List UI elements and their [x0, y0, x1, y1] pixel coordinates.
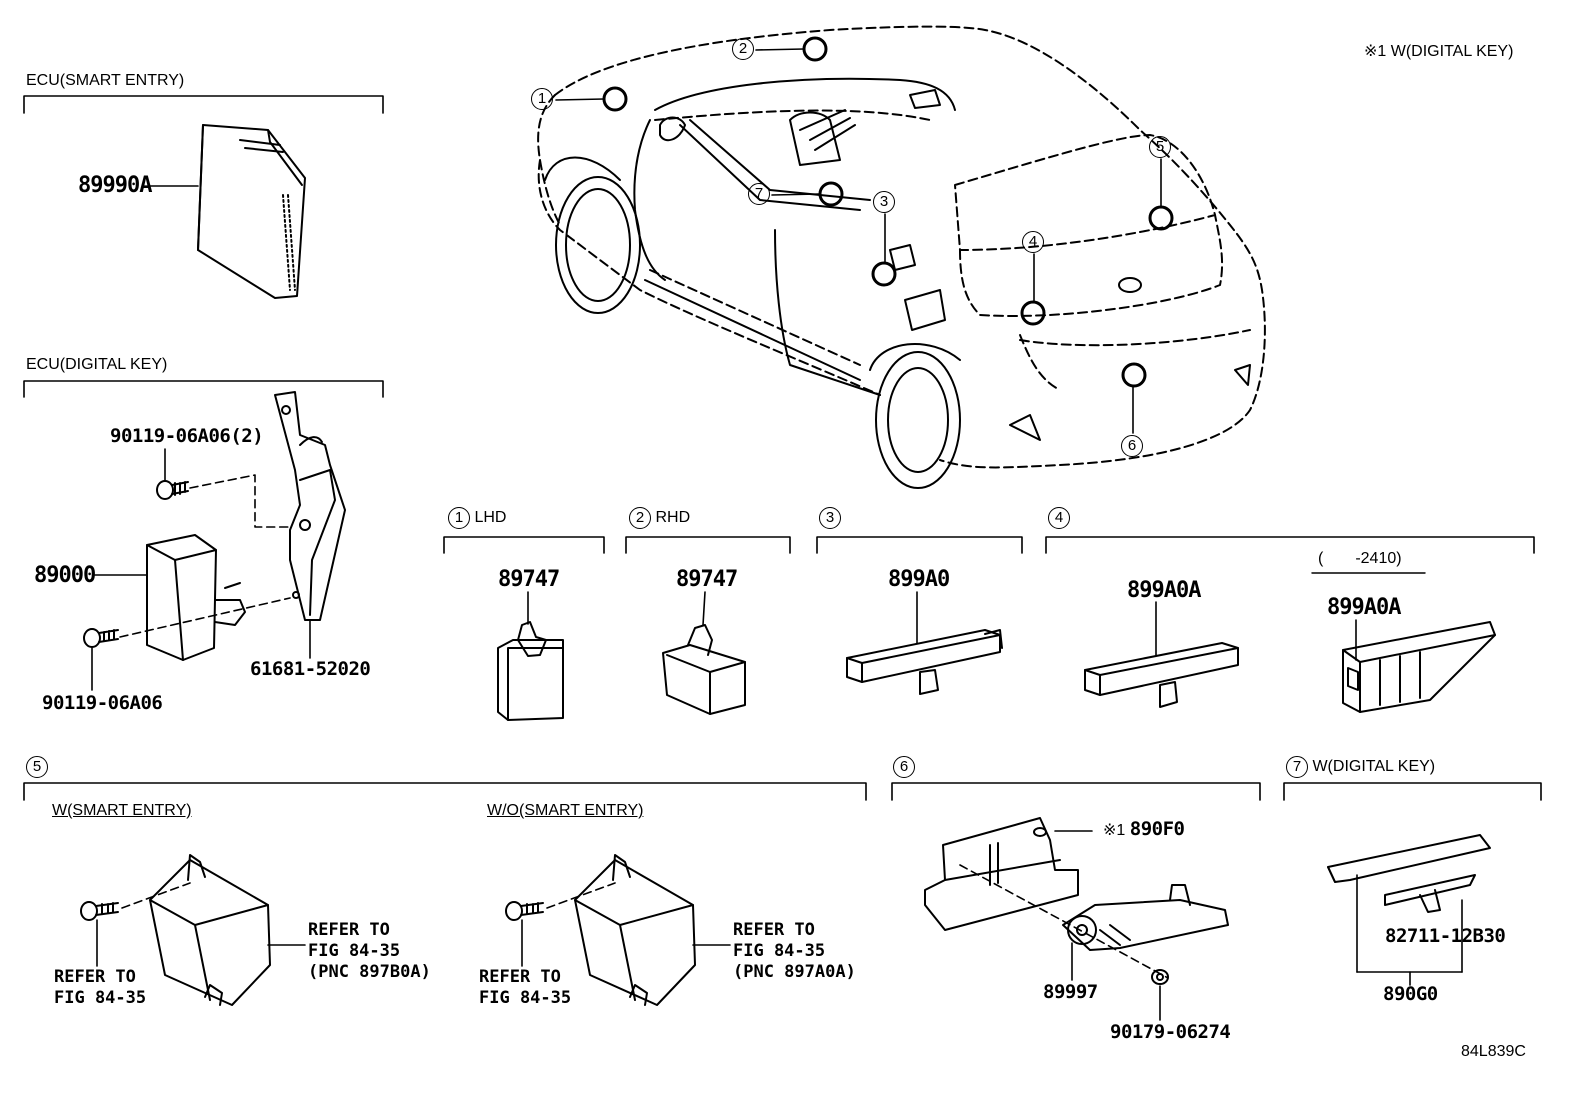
sec4-part-a-label[interactable]: 899A0A: [1127, 578, 1201, 603]
sec7-drawing: [1327, 834, 1491, 986]
bracket-digital-key: [23, 380, 384, 398]
sec2-part-label[interactable]: 89747: [676, 567, 738, 592]
sec7-part-label[interactable]: 890G0: [1383, 983, 1438, 1005]
sec4-range: ( -2410): [1318, 550, 1402, 567]
sec7-header: 7 W(DIGITAL KEY): [1286, 756, 1435, 778]
sec3-part-label[interactable]: 899A0: [888, 567, 950, 592]
sec4-header: 4: [1048, 507, 1070, 529]
drawing-code: 84L839C: [1461, 1043, 1526, 1060]
bracket-sec1: [443, 536, 605, 554]
bolt-a-label[interactable]: 90119-06A06(2): [110, 425, 264, 447]
sec2-header: 2 RHD: [629, 507, 690, 529]
digital-key-note: ※1 W(DIGITAL KEY): [1364, 43, 1514, 60]
part-899A0A: [1084, 601, 1239, 708]
vehicle-illustration: [537, 25, 1266, 489]
sec3-header: 3: [819, 507, 841, 529]
callout-7[interactable]: 7: [748, 183, 770, 205]
callout-3[interactable]: 3: [873, 191, 895, 213]
sec5-right-drawing: [505, 854, 731, 1006]
bracket-sec7: [1283, 782, 1542, 801]
sec5-left-bolt-ref[interactable]: REFER TO FIG 84-35: [54, 967, 147, 1008]
ecu-digital-key-drawing: [83, 391, 346, 691]
sec5-header: 5: [26, 756, 48, 778]
part-89990A-label[interactable]: 89990A: [78, 173, 152, 198]
sec6-nut-label[interactable]: 90179-06274: [1110, 1021, 1231, 1043]
sec7-clip-label[interactable]: 82711-12B30: [1385, 925, 1506, 947]
bracket-label[interactable]: 61681-52020: [250, 658, 371, 680]
bracket-sec6: [891, 782, 1261, 801]
bracket-sec5: [23, 782, 867, 801]
sec5-right-title: W/O(SMART ENTRY): [487, 802, 644, 819]
part-899A0: [846, 591, 1003, 695]
sec5-right-bolt-ref[interactable]: REFER TO FIG 84-35: [479, 967, 572, 1008]
sec5-left-title: W(SMART ENTRY): [52, 802, 192, 819]
bracket-smart-entry: [23, 95, 384, 114]
part-899A0A-early: [1342, 619, 1496, 713]
sec6-sensor-label[interactable]: 89997: [1043, 981, 1098, 1003]
callout-5[interactable]: 5: [1149, 136, 1171, 158]
bolt-lower: [83, 628, 119, 648]
sec6-header: 6: [893, 756, 915, 778]
ecu-smart-entry-drawing: [147, 124, 306, 299]
callout-2[interactable]: 2: [732, 38, 754, 60]
callout-4[interactable]: 4: [1022, 231, 1044, 253]
sec5-right-part-ref[interactable]: REFER TO FIG 84-35 (PNC 897A0A): [733, 920, 856, 982]
callout-leaders: [555, 48, 1162, 434]
part-89747-rhd: [662, 591, 746, 715]
part-89000-label[interactable]: 89000: [34, 563, 96, 588]
bracket-sec2: [625, 536, 791, 554]
sec1-header: 1 LHD: [448, 507, 506, 529]
callout-6[interactable]: 6: [1121, 435, 1143, 457]
bolt-b-label[interactable]: 90119-06A06: [42, 692, 163, 714]
part-89747-lhd: [497, 591, 564, 721]
sec5-left-part-ref[interactable]: REFER TO FIG 84-35 (PNC 897B0A): [308, 920, 431, 982]
bracket-sec4: [1045, 536, 1535, 554]
callout-1[interactable]: 1: [531, 88, 553, 110]
sec1-part-label[interactable]: 89747: [498, 567, 560, 592]
smart-entry-title: ECU(SMART ENTRY): [26, 72, 185, 89]
bracket-sec3: [816, 536, 1023, 554]
digital-key-title: ECU(DIGITAL KEY): [26, 356, 168, 373]
sec6-bracket-label[interactable]: ※1 890F0: [1103, 818, 1185, 840]
bolt-upper: [156, 480, 189, 500]
sec4-part-b-label[interactable]: 899A0A: [1327, 595, 1401, 620]
sec6-drawing: [924, 817, 1229, 1021]
sec5-left-drawing: [80, 854, 306, 1006]
